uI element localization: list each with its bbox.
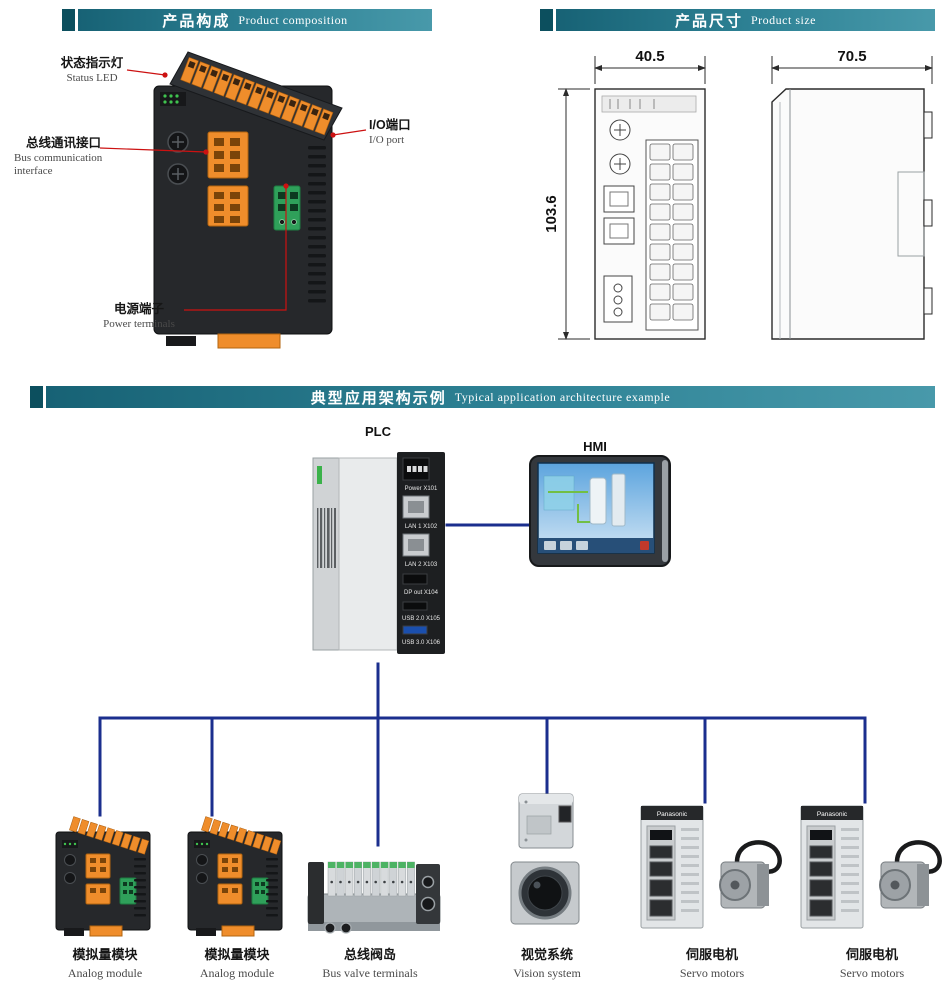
din-clip — [166, 336, 196, 346]
dim-height: 103.6 — [543, 195, 560, 233]
valve-end-cap-right — [416, 864, 440, 924]
callout-power-terminals-en: Power terminals — [103, 318, 175, 330]
plc-usb2-port — [402, 601, 428, 611]
power-terminal-connector — [273, 185, 301, 231]
callout-bus-interface: 总线通讯接口 Bus communication interface — [14, 136, 126, 178]
motor-cable — [734, 840, 782, 874]
plc-port-label-usb2: USB 2.0 X105 — [402, 616, 441, 622]
device-label-servo-2: 伺服电机 Servo motors — [797, 944, 947, 981]
camera-bottom — [510, 861, 580, 925]
device-label-zh: 视觉系统 — [520, 947, 573, 962]
plc-port-label-power: Power X101 — [405, 486, 438, 492]
device-label-analog-1: 模拟量模块 Analog module — [30, 944, 180, 981]
hmi-illustration — [529, 455, 671, 567]
dimension-drawing: 40.5 103.6 70.5 — [543, 48, 933, 340]
device-label-en: Bus valve terminals — [322, 966, 418, 980]
dim-front-width: 40.5 — [635, 48, 664, 65]
device-label-vision: 视觉系统 Vision system — [472, 944, 622, 981]
device-label-zh: 模拟量模块 — [72, 947, 138, 962]
analog-terminal-strip — [69, 816, 150, 855]
plc-power-connector — [402, 457, 430, 481]
callout-status-led-en: Status LED — [66, 72, 118, 84]
section-banner-size: 产品尺寸 Product size — [556, 9, 935, 31]
vision-system-illustration — [510, 793, 580, 925]
hmi-node-label: HMI — [583, 439, 607, 454]
callout-status-led-zh: 状态指示灯 — [60, 56, 124, 70]
vent-slots — [308, 146, 326, 303]
valve-terminal-illustration — [307, 861, 441, 934]
servo-drive: Panasonic — [800, 805, 864, 929]
front-view — [594, 88, 706, 340]
analog-module-illustration-1 — [55, 816, 151, 937]
device-label-zh: 总线阀岛 — [343, 947, 396, 962]
servo-drive: Panasonic — [640, 805, 704, 929]
device-label-en: Servo motors — [679, 966, 745, 980]
device-label-valve: 总线阀岛 Bus valve terminals — [295, 944, 445, 981]
servo-motors-illustration-2: Panasonic — [800, 805, 942, 929]
device-label-zh: 模拟量模块 — [204, 947, 270, 962]
device-label-en: Vision system — [513, 966, 581, 980]
status-led-block — [160, 92, 186, 106]
plc-node-label: PLC — [365, 424, 391, 439]
callout-io-port-zh: I/O端口 — [369, 118, 411, 132]
callout-status-led: 状态指示灯 Status LED — [56, 56, 128, 85]
callout-bus-interface-zh: 总线通讯接口 — [26, 136, 102, 150]
plc-product-illustration — [153, 51, 343, 349]
size-title-en: Product size — [751, 12, 816, 27]
rotary-switches — [167, 131, 189, 185]
side-view — [771, 88, 933, 340]
io-terminal-strip — [180, 56, 334, 136]
valve-end-cap-left — [308, 862, 324, 924]
servo-motors-illustration-1: Panasonic — [640, 805, 782, 929]
servo-brand-label: Panasonic — [817, 811, 848, 818]
valve-slices — [327, 861, 415, 897]
terminal-strip — [649, 143, 694, 321]
analog-module-illustration-2 — [187, 816, 283, 937]
plc-port-label-lan1: LAN 1 X102 — [405, 524, 438, 530]
camera-top — [518, 793, 574, 849]
banner-chip-composition — [62, 9, 75, 31]
callout-power-terminals-zh: 电源端子 — [113, 302, 164, 316]
composition-title-en: Product composition — [238, 12, 348, 27]
device-label-en: Servo motors — [839, 966, 905, 980]
section-banner-composition: 产品构成 Product composition — [78, 9, 432, 31]
size-title-zh: 产品尺寸 — [674, 12, 743, 30]
servo-brand-label: Panasonic — [657, 811, 688, 818]
banner-chip-size — [540, 9, 553, 31]
network-connection-lines — [98, 523, 867, 847]
plc-illustration: Power X101 LAN 1 X102 LAN 2 X103 DP out … — [312, 452, 445, 654]
servo-motor — [879, 840, 942, 909]
din-foot — [217, 333, 281, 349]
plc-port-label-usb3: USB 3.0 X106 — [402, 640, 441, 646]
callout-power-terminals: 电源端子 Power terminals — [94, 302, 184, 331]
callout-bus-interface-en: Bus communication interface — [14, 152, 103, 177]
application-title-en: Typical application architecture example — [454, 389, 671, 404]
callout-io-port-en: I/O port — [369, 134, 405, 146]
dimension-lines — [558, 56, 933, 340]
device-label-en: Analog module — [199, 966, 275, 980]
plc-port-label-dp: DP out X104 — [404, 590, 439, 596]
section-banner-application: 典型应用架构示例 Typical application architectur… — [46, 386, 935, 408]
hmi-screen-graphics — [538, 473, 654, 553]
device-label-analog-2: 模拟量模块 Analog module — [162, 944, 312, 981]
device-label-servo-1: 伺服电机 Servo motors — [637, 944, 787, 981]
motor-cable — [894, 840, 942, 874]
plc-port-label-lan2: LAN 2 X103 — [405, 562, 438, 568]
callout-io-port: I/O端口 I/O port — [369, 118, 459, 147]
plc-barcode — [317, 508, 336, 568]
plc-dp-port — [402, 573, 428, 585]
bus-connectors — [207, 131, 249, 227]
banner-chip-application — [30, 386, 43, 408]
composition-callout-lines — [99, 69, 367, 311]
device-label-zh: 伺服电机 — [685, 947, 738, 962]
plc-body-panel — [338, 457, 398, 651]
servo-motor — [719, 840, 782, 909]
dim-depth: 70.5 — [837, 48, 866, 65]
application-title-zh: 典型应用架构示例 — [310, 389, 447, 407]
plc-usb3-port — [402, 625, 428, 635]
composition-title-zh: 产品构成 — [162, 12, 231, 30]
device-label-en: Analog module — [67, 966, 143, 980]
device-label-zh: 伺服电机 — [845, 947, 898, 962]
